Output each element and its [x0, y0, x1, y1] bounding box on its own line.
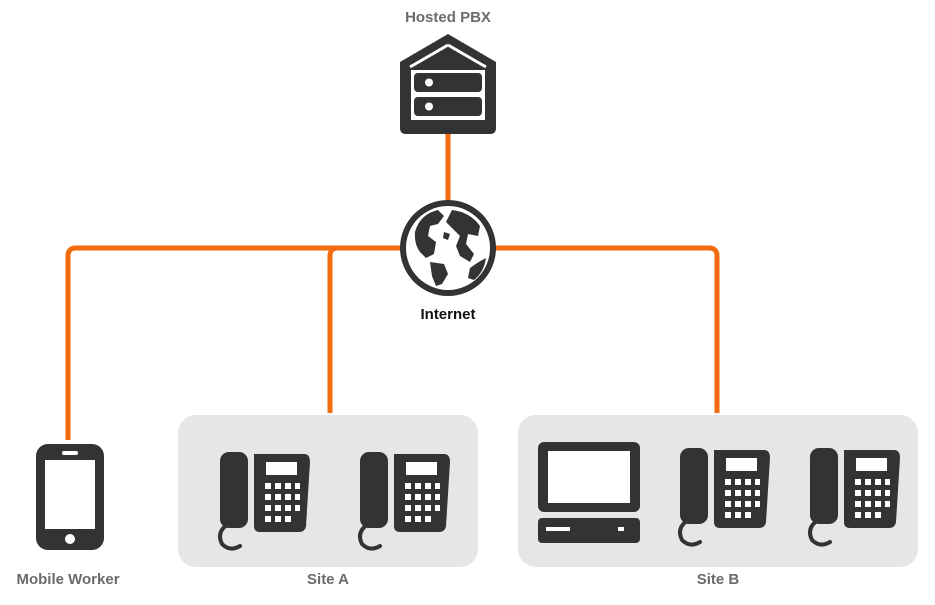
link-site-a	[327, 245, 339, 413]
internet-label: Internet	[420, 306, 476, 323]
hosted-pbx-label: Hosted PBX	[405, 9, 491, 26]
connection-lines	[65, 134, 720, 440]
server-house-icon	[400, 34, 496, 134]
desktop-computer-icon	[538, 442, 640, 543]
site-b-label: Site B	[696, 571, 740, 588]
link-mobile-worker	[65, 245, 405, 440]
smartphone-icon	[36, 444, 104, 550]
globe-icon	[400, 200, 496, 296]
link-site-b	[492, 245, 720, 413]
mobile-worker-label: Mobile Worker	[16, 571, 120, 588]
site-a-label: Site A	[307, 571, 349, 588]
